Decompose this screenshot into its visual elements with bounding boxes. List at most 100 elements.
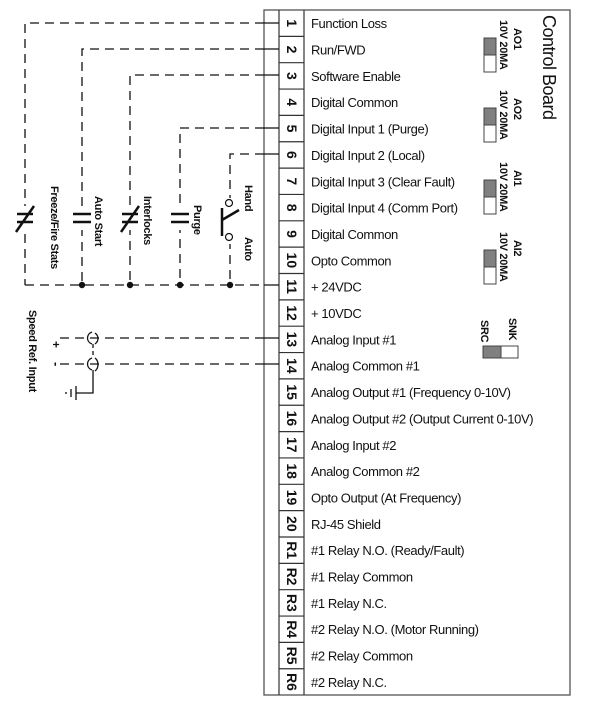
switch-10v-half	[483, 249, 497, 268]
purge-label: Purge	[191, 205, 203, 235]
switch-name: AI1	[511, 170, 523, 186]
terminal-label: Digital Common	[311, 95, 398, 110]
switch-20ma-half	[483, 266, 497, 285]
terminal-row: R6 #2 Relay N.C.	[279, 668, 387, 691]
terminal-label: #1 Relay N.O. (Ready/Fault)	[311, 543, 464, 558]
terminal-number: 14	[284, 358, 300, 374]
terminal-row: R5 #2 Relay Common	[279, 641, 413, 665]
terminal-row: 17 Analog Input #2	[279, 431, 397, 453]
terminal-row: 10 Opto Common	[279, 246, 392, 269]
terminal-label: Digital Input 2 (Local)	[311, 148, 425, 163]
src-label: SRC	[478, 320, 490, 343]
terminal-row: 7 Digital Input 3 (Clear Fault)	[279, 167, 455, 189]
terminal-label: Digital Input 3 (Clear Fault)	[311, 174, 455, 189]
terminal-number: R2	[284, 568, 300, 586]
terminal-number: R1	[284, 541, 300, 559]
terminal-number: R6	[284, 673, 300, 691]
shield-drain-wire	[76, 370, 94, 394]
terminal-label: Analog Common #1	[311, 359, 420, 374]
switch-name: AO1	[511, 28, 523, 50]
terminal-label: Digital Input 4 (Comm Port)	[311, 201, 458, 216]
terminal-number: 16	[284, 411, 300, 427]
terminal-row: 14 Analog Common #1	[279, 351, 420, 374]
terminal-row: 4 Digital Common	[279, 88, 398, 110]
terminal-label: Digital Common	[311, 227, 398, 242]
terminal-number: 10	[284, 253, 300, 269]
switch-10v-half	[483, 107, 497, 126]
wire-terminal-2	[81, 48, 264, 285]
terminal-number: 11	[284, 279, 300, 294]
terminal-number: 7	[284, 177, 300, 185]
shield-icon	[86, 331, 99, 372]
terminal-label: Opto Output (At Frequency)	[311, 490, 461, 505]
terminal-number: 3	[284, 72, 300, 80]
terminal-number: 17	[284, 437, 300, 453]
auto-start-no-contact-icon	[72, 206, 92, 230]
wire-terminal-5	[179, 127, 264, 285]
terminal-row: R4#2 Relay N.O. (Motor Running)	[279, 615, 479, 638]
terminal-row: R3#1 Relay N.C.	[279, 589, 387, 612]
terminal-number: 20	[284, 516, 300, 532]
terminal-label: Function Loss	[311, 16, 388, 31]
terminal-label: Analog Input #2	[311, 438, 396, 453]
terminal-row: 15 Analog Output #1 (Frequency 0-10V)	[279, 378, 511, 400]
switch-10v-half	[483, 179, 497, 198]
terminal-stubs	[264, 22, 279, 365]
speed-ref-wiring	[60, 331, 264, 400]
terminal-label: Opto Common	[311, 253, 391, 268]
terminal-label: #1 Relay N.C.	[311, 596, 387, 611]
switch-options: 10V 20MA	[497, 90, 509, 140]
terminal-row: 6 Digital Input 2 (Local)	[279, 141, 425, 163]
wire-terminal-1	[24, 22, 264, 285]
terminal-number: 15	[284, 384, 300, 400]
terminal-number: 4	[284, 98, 300, 106]
terminal-label: Software Enable	[311, 69, 401, 84]
terminal-row: R2#1 Relay Common	[279, 562, 413, 586]
terminal-number: 13	[284, 332, 300, 348]
terminal-row: 3 Software Enable	[279, 62, 401, 84]
switch-src-half	[482, 345, 502, 359]
hand-label: Hand	[242, 185, 254, 211]
freeze-fire-nc-contact-icon	[14, 205, 36, 233]
switch-options: 10V 20MA	[497, 232, 509, 282]
terminal-label: Digital Input 1 (Purge)	[311, 122, 428, 137]
terminal-label: RJ-45 Shield	[311, 517, 381, 532]
control-board-outline	[263, 9, 571, 696]
switch-options: 10V 20MA	[497, 162, 509, 212]
field-wiring	[24, 22, 279, 365]
snk-src-switch[interactable]: SNK SRC	[478, 318, 519, 359]
terminal-label: Analog Output #1 (Frequency 0-10V)	[311, 385, 511, 400]
terminal-label: Analog Input #1	[311, 332, 396, 347]
terminal-number: R5	[284, 647, 300, 665]
terminal-number: 6	[284, 151, 300, 159]
terminal-number: 1	[284, 19, 300, 27]
freeze-fire-label: Freeze/Fire Stats	[48, 186, 60, 269]
terminal-row: 20 RJ-45 Shield	[279, 510, 381, 532]
junction-dot	[226, 281, 234, 289]
switch-20ma-half	[483, 54, 497, 73]
junction-dot	[126, 281, 134, 289]
switch-name: AO2	[511, 98, 523, 120]
interlocks-label: Interlocks	[141, 196, 153, 245]
purge-no-contact-icon	[170, 206, 190, 230]
terminal-row: 13 Analog Input #1	[279, 325, 397, 348]
terminal-label: Analog Common #2	[311, 464, 420, 479]
terminal-label: #2 Relay N.C.	[311, 675, 387, 690]
terminal-row: 1 Function Loss	[284, 16, 388, 31]
terminal-label: Analog Output #2 (Output Current 0-10V)	[311, 411, 533, 426]
terminal-label: #2 Relay Common	[311, 649, 413, 664]
speed-ref-label: Speed Ref. Input	[26, 310, 38, 393]
junction-dot	[78, 281, 86, 289]
switch-name: AI2	[511, 240, 523, 256]
